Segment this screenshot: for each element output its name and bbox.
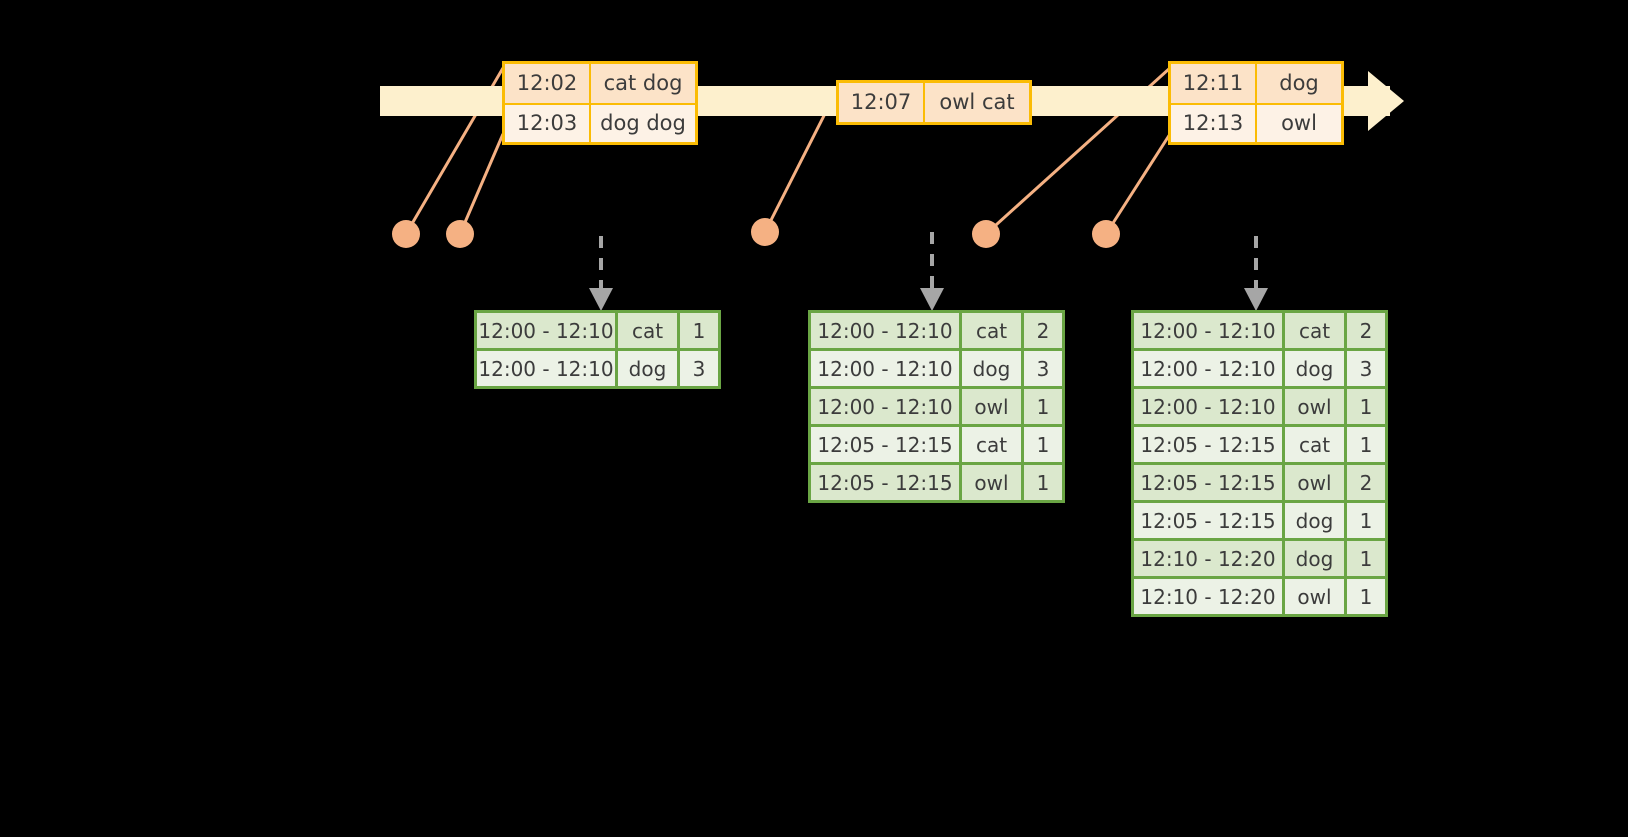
event-time: 12:03	[505, 105, 589, 142]
event-dot-4	[972, 220, 1000, 248]
key-cell: cat	[962, 313, 1021, 348]
window-cell: 12:05 - 12:15	[811, 427, 959, 462]
key-cell: dog	[1285, 503, 1344, 538]
window-cell: 12:00 - 12:10	[1134, 313, 1282, 348]
event-box-1[interactable]: 12:02 cat dog 12:03 dog dog	[502, 61, 698, 145]
emit-arrows	[599, 232, 1258, 290]
event-box-2[interactable]: 12:07 owl cat	[836, 80, 1032, 125]
window-cell: 12:05 - 12:15	[1134, 427, 1282, 462]
event-row: 12:11 dog	[1171, 64, 1341, 103]
event-time: 12:13	[1171, 105, 1255, 142]
window-cell: 12:00 - 12:10	[1134, 389, 1282, 424]
key-cell: dog	[962, 351, 1021, 386]
count-cell: 1	[1347, 503, 1385, 538]
emit-arrowheads	[589, 288, 1268, 311]
window-cell: 12:00 - 12:10	[477, 313, 615, 348]
event-time: 12:02	[505, 64, 589, 103]
key-cell: cat	[962, 427, 1021, 462]
event-dot-3	[751, 218, 779, 246]
window-cell: 12:00 - 12:10	[811, 389, 959, 424]
count-cell: 1	[1347, 541, 1385, 576]
event-dot-1	[392, 220, 420, 248]
window-cell: 12:05 - 12:15	[1134, 465, 1282, 500]
count-cell: 1	[1024, 427, 1062, 462]
event-payload: owl	[1255, 105, 1341, 142]
event-time: 12:11	[1171, 64, 1255, 103]
event-row: 12:03 dog dog	[505, 103, 695, 142]
key-cell: cat	[618, 313, 677, 348]
count-cell: 1	[1347, 579, 1385, 614]
window-cell: 12:05 - 12:15	[1134, 503, 1282, 538]
event-dot-5	[1092, 220, 1120, 248]
key-cell: dog	[1285, 351, 1344, 386]
key-cell: owl	[962, 389, 1021, 424]
window-cell: 12:00 - 12:10	[811, 351, 959, 386]
window-cell: 12:00 - 12:10	[811, 313, 959, 348]
key-cell: dog	[1285, 541, 1344, 576]
event-payload: cat dog	[589, 64, 695, 103]
window-cell: 12:05 - 12:15	[811, 465, 959, 500]
event-payload: dog dog	[589, 105, 695, 142]
event-row: 12:02 cat dog	[505, 64, 695, 103]
window-cell: 12:10 - 12:20	[1134, 579, 1282, 614]
event-dots	[392, 218, 1120, 248]
key-cell: owl	[1285, 579, 1344, 614]
key-cell: owl	[1285, 389, 1344, 424]
key-cell: dog	[618, 351, 677, 386]
count-cell: 1	[1024, 389, 1062, 424]
event-dot-2	[446, 220, 474, 248]
window-cell: 12:10 - 12:20	[1134, 541, 1282, 576]
event-row: 12:13 owl	[1171, 103, 1341, 142]
count-cell: 2	[1347, 465, 1385, 500]
count-cell: 1	[1347, 389, 1385, 424]
window-cell: 12:00 - 12:10	[477, 351, 615, 386]
count-cell: 2	[1347, 313, 1385, 348]
event-payload: dog	[1255, 64, 1341, 103]
window-cell: 12:00 - 12:10	[1134, 351, 1282, 386]
key-cell: cat	[1285, 313, 1344, 348]
count-cell: 2	[1024, 313, 1062, 348]
event-time: 12:07	[839, 83, 923, 122]
event-payload: owl cat	[923, 83, 1029, 122]
count-cell: 3	[1024, 351, 1062, 386]
key-cell: cat	[1285, 427, 1344, 462]
event-row: 12:07 owl cat	[839, 83, 1029, 122]
key-cell: owl	[1285, 465, 1344, 500]
count-cell: 1	[1347, 427, 1385, 462]
count-cell: 1	[1024, 465, 1062, 500]
count-cell: 3	[680, 351, 718, 386]
count-cell: 1	[680, 313, 718, 348]
event-box-3[interactable]: 12:11 dog 12:13 owl	[1168, 61, 1344, 145]
key-cell: owl	[962, 465, 1021, 500]
count-cell: 3	[1347, 351, 1385, 386]
